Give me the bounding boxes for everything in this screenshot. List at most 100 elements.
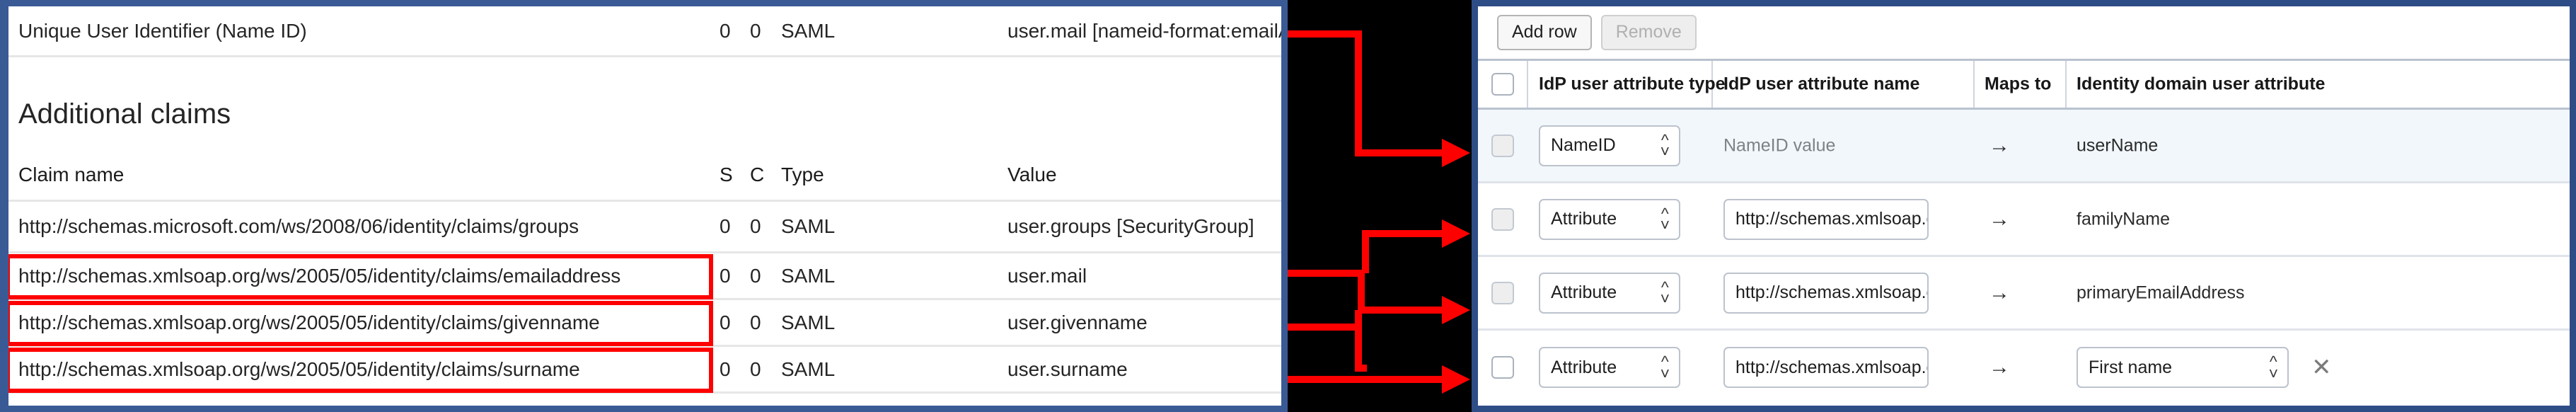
nameid-c-value: 0 — [750, 19, 761, 42]
claims-column-header: Claim name S C Type Value — [8, 149, 1281, 202]
claim-type: SAML — [781, 311, 836, 333]
idp-name-input[interactable]: http://schemas.xmlsoap.org/w — [1723, 272, 1929, 314]
row-checkbox[interactable] — [1491, 134, 1514, 157]
maps-to-arrow-icon: → — [1989, 280, 2010, 304]
arrowhead-nameid — [1442, 139, 1470, 167]
row-checkbox[interactable] — [1491, 281, 1514, 304]
idp-type-value: Attribute — [1551, 357, 1617, 377]
chevron-updown-icon: ^˅ — [1660, 203, 1670, 234]
idp-type-value: Attribute — [1551, 282, 1617, 302]
claim-type: SAML — [781, 215, 836, 237]
identity-domain-mapping-panel: Add row Remove IdP user attribute type I… — [1472, 0, 2576, 412]
claim-type: SAML — [781, 264, 836, 287]
row-checkbox[interactable] — [1491, 207, 1514, 231]
claim-s: 0 — [720, 264, 731, 287]
table-row[interactable]: http://schemas.xmlsoap.org/ws/2005/05/id… — [8, 253, 1281, 300]
idp-type-select[interactable]: Attribute ^˅ — [1539, 198, 1680, 240]
annotation-arrows — [1283, 0, 1472, 412]
nameid-value: user.mail [nameid-format:emailAddress] — [1007, 19, 1288, 42]
column-header-c: C — [750, 163, 765, 185]
mapping-table-container: Add row Remove IdP user attribute type I… — [1478, 6, 2570, 406]
mapping-row[interactable]: NameID ^˅ NameID value → userName — [1478, 110, 2570, 183]
mapping-column-header: IdP user attribute type IdP user attribu… — [1478, 59, 2570, 110]
azure-saml-claims-panel: Unique User Identifier (Name ID) 0 0 SAM… — [0, 0, 1288, 412]
identity-domain-value: familyName — [2077, 209, 2170, 229]
claim-name: http://schemas.xmlsoap.org/ws/2005/05/id… — [18, 357, 580, 380]
claim-name: http://schemas.xmlsoap.org/ws/2005/05/id… — [18, 264, 621, 287]
column-header-value: Value — [1007, 163, 1057, 185]
idp-type-value: NameID — [1551, 135, 1616, 155]
claim-type: SAML — [781, 357, 836, 380]
nameid-claim-name: Unique User Identifier (Name ID) — [18, 19, 307, 42]
claim-value: user.groups [SecurityGroup] — [1007, 215, 1254, 237]
arrow-path-nameid — [1283, 30, 1445, 156]
idp-type-value: Attribute — [1551, 209, 1617, 229]
arrow-path-familyname — [1362, 230, 1445, 273]
mapping-row[interactable]: Attribute ^˅ http://schemas.xmlsoap.org/… — [1478, 331, 2570, 404]
chevron-updown-icon: ^˅ — [1660, 352, 1670, 382]
mapping-row[interactable]: Attribute ^˅ http://schemas.xmlsoap.org/… — [1478, 257, 2570, 331]
claim-value: user.givenname — [1007, 311, 1148, 333]
select-all-checkbox[interactable] — [1491, 73, 1514, 96]
mapping-toolbar: Add row Remove — [1478, 6, 2570, 59]
claims-table: Unique User Identifier (Name ID) 0 0 SAM… — [8, 6, 1281, 406]
claim-name: http://schemas.microsoft.com/ws/2008/06/… — [18, 215, 579, 237]
claim-value: user.mail — [1007, 264, 1087, 287]
claim-c: 0 — [750, 311, 761, 333]
column-header-s: S — [720, 163, 733, 185]
idp-type-select[interactable]: NameID ^˅ — [1539, 125, 1680, 166]
arrow-path-emailaddress — [1283, 270, 1445, 314]
idp-name-input[interactable]: http://schemas.xmlsoap.org/w — [1723, 198, 1929, 240]
nameid-type: SAML — [781, 19, 836, 42]
arrowhead-firstname — [1442, 365, 1470, 394]
remove-button[interactable]: Remove — [1600, 15, 1697, 50]
arrowhead-familyname — [1442, 219, 1470, 248]
idp-name-value: http://schemas.xmlsoap.org/w — [1735, 282, 1927, 302]
column-header-idp-name: IdP user attribute name — [1723, 74, 1920, 94]
arrow-path-givenname — [1283, 310, 1362, 331]
table-row[interactable]: http://schemas.xmlsoap.org/ws/2005/05/id… — [8, 300, 1281, 347]
maps-to-arrow-icon: → — [1989, 355, 2010, 379]
claim-s: 0 — [720, 311, 731, 333]
arrowhead-primaryemail — [1442, 296, 1470, 324]
nameid-s-value: 0 — [720, 19, 731, 42]
chevron-updown-icon: ^˅ — [1660, 277, 1670, 308]
idp-name-value: http://schemas.xmlsoap.org/w — [1735, 357, 1927, 377]
identity-domain-value: primaryEmailAddress — [2077, 282, 2245, 302]
column-header-type: Type — [781, 163, 824, 185]
idp-name-value: http://schemas.xmlsoap.org/w — [1735, 209, 1927, 229]
add-row-button[interactable]: Add row — [1497, 15, 1592, 50]
claim-s: 0 — [720, 357, 731, 380]
claim-s: 0 — [720, 215, 731, 237]
nameid-row[interactable]: Unique User Identifier (Name ID) 0 0 SAM… — [8, 6, 1281, 57]
idp-name-input[interactable]: http://schemas.xmlsoap.org/w — [1723, 347, 1929, 388]
column-header-maps-to: Maps to — [1985, 74, 2052, 94]
identity-domain-value: userName — [2077, 135, 2159, 155]
claim-name: http://schemas.xmlsoap.org/ws/2005/05/id… — [18, 311, 600, 333]
chevron-updown-icon: ^˅ — [2268, 352, 2278, 382]
identity-domain-value: First name — [2089, 357, 2173, 377]
maps-to-arrow-icon: → — [1989, 133, 2010, 157]
idp-name-value: NameID value — [1723, 135, 1836, 155]
claim-c: 0 — [750, 264, 761, 287]
claim-c: 0 — [750, 215, 761, 237]
delete-row-icon[interactable]: ✕ — [2311, 354, 2332, 381]
claim-c: 0 — [750, 357, 761, 380]
additional-claims-heading: Additional claims — [18, 98, 231, 130]
column-header-idp-type: IdP user attribute type — [1539, 74, 1726, 94]
row-checkbox[interactable] — [1491, 356, 1514, 379]
column-header-claim-name: Claim name — [18, 163, 125, 185]
mapping-row[interactable]: Attribute ^˅ http://schemas.xmlsoap.org/… — [1478, 183, 2570, 257]
mapping-table: IdP user attribute type IdP user attribu… — [1478, 59, 2570, 406]
maps-to-arrow-icon: → — [1989, 207, 2010, 231]
arrow-path-branch-lower — [1355, 327, 1367, 372]
table-row[interactable]: http://schemas.xmlsoap.org/ws/2005/05/id… — [8, 347, 1281, 394]
idp-type-select[interactable]: Attribute ^˅ — [1539, 272, 1680, 314]
arrow-overlay-svg — [1283, 30, 1470, 394]
idp-type-select[interactable]: Attribute ^˅ — [1539, 347, 1680, 388]
chevron-updown-icon: ^˅ — [1660, 130, 1670, 161]
identity-domain-select[interactable]: First name ^˅ — [2077, 347, 2289, 388]
claim-value: user.surname — [1007, 357, 1128, 380]
table-row[interactable]: http://schemas.microsoft.com/ws/2008/06/… — [8, 202, 1281, 253]
